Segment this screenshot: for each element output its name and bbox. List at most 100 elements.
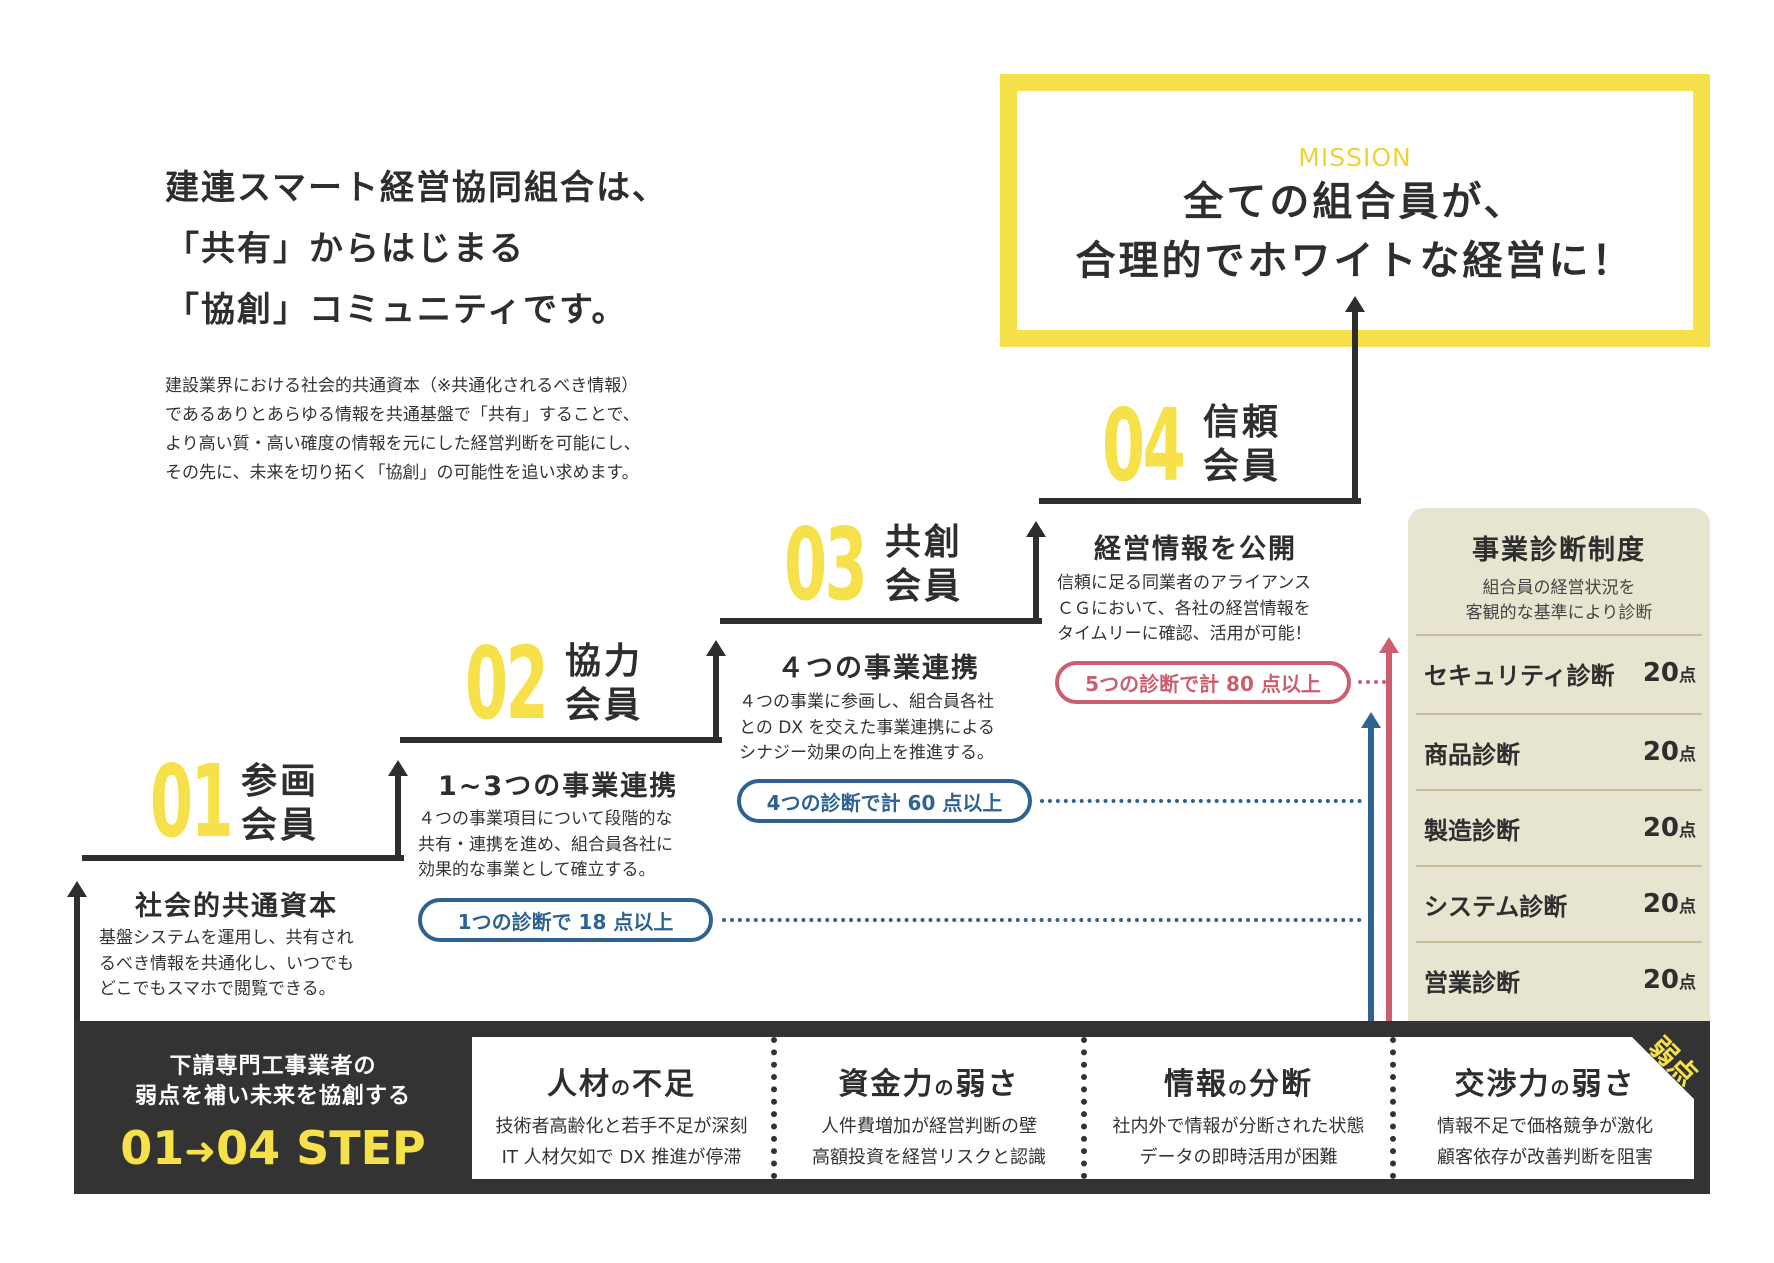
mission-line-1: 全ての組合員が、 [1183,179,1527,225]
intro-line: その先に、未来を切り拓く「協創」の可能性を追い求めます。 [165,463,639,483]
row-score: 20 [1642,813,1679,843]
diagnosis-row: 製造診断 20点 [1416,789,1702,865]
body-line: るべき情報を共通化し、いつでも [99,953,354,974]
card-title: 情報の分断 [1087,1059,1390,1103]
title-part: 弱さ [955,1067,1020,1102]
card-body: 社内外で情報が分断された状態データの即時活用が困難 [1087,1111,1390,1173]
step-number-01: 01 [150,743,234,860]
title-part: 不足 [632,1067,696,1102]
row-unit: 点 [1679,821,1696,841]
intro-line: 建設業界における社会的共通資本（※共通化されるべき情報） [165,376,639,396]
row-score: 20 [1642,658,1679,688]
intro-line: であるありとあらゆる情報を共通基盤で「共有」することで、 [165,405,640,425]
dotted-connector [1040,799,1362,803]
body-line: ４つの事業に参画し、組合員各社 [739,692,994,712]
arrow-up-icon [388,760,408,776]
step-label: 会員 [1203,446,1282,487]
title-part: 資金力 [838,1067,935,1102]
title-particle: の [934,1077,956,1099]
row-label: 商品診断 [1424,740,1520,769]
body-line: 基盤システムを運用し、共有され [99,928,354,948]
step-number-02: 02 [465,625,549,742]
diagnosis-subtitle: 客観的な基準により診断 [1465,603,1653,623]
body-line: ４つの事業項目について段階的な [418,809,673,829]
row-score: 20 [1642,737,1679,767]
body-line: 効果的な事業として確立する。 [418,860,656,880]
body-line: 共有・連携を進め、組合員各社に [418,834,673,855]
arrow-up-icon [1379,637,1399,653]
block-body: 基盤システムを運用し、共有され るべき情報を共通化し、いつでも どこでもスマホで… [99,926,354,1003]
weakness-card: 資金力の弱さ 人件費増加が経営判断の壁高額投資を経営リスクと認識 [777,1037,1081,1179]
arrow-up-icon [706,640,726,656]
arrow-up-icon [1361,712,1381,728]
headline-line-2: 「共有」からはじまる [165,229,525,269]
card-title: 資金力の弱さ [777,1059,1081,1103]
block-title: ４つの事業連携 [777,653,980,684]
row-unit: 点 [1679,666,1696,686]
band-caption: 下請専門工事業者の 弱点を補い未来を協創する [90,1052,456,1112]
arrow-right-icon: ➜ [184,1129,217,1173]
blue-arrow-shaft [1368,726,1374,1021]
block-title: 1~3つの事業連携 [438,771,679,802]
body-line: 顧客依存が改善判断を阻害 [1437,1147,1653,1168]
block-body: ４つの事業に参画し、組合員各社 との DX を交えた事業連携による シナジー効果… [739,690,995,767]
step-label: 会員 [241,805,320,846]
mission-line-2: 合理的でホワイトな経営に！ [1075,238,1635,284]
stair-step-1 [82,855,404,861]
stair-riser-3 [1033,533,1039,624]
dotted-separator [1390,1037,1396,1179]
stair-step-3 [720,618,1042,624]
row-label: セキュリティ診断 [1424,661,1615,690]
dotted-separator [771,1037,777,1179]
row-label: 営業診断 [1424,968,1520,997]
mission-box: MISSION 全ての組合員が、 合理的でホワイトな経営に！ [1000,74,1710,347]
stair-step-2 [400,737,722,743]
title-part: 人材 [546,1067,611,1102]
diagnosis-row: セキュリティ診断 20点 [1416,634,1702,710]
card-title: 人材の不足 [472,1059,771,1103]
band-caption-line: 弱点を補い未来を協創する [134,1084,411,1109]
step-label: 会員 [885,566,964,607]
row-score: 20 [1642,889,1679,919]
step-label: 協力 [565,641,644,682]
body-line: 人件費増加が経営判断の壁 [821,1116,1037,1137]
step-label: 共創 [885,522,964,563]
title-part: 弱さ [1571,1067,1636,1102]
mission-label: MISSION [1298,143,1412,172]
title-particle: の [1227,1077,1249,1099]
pink-arrow-shaft [1386,651,1392,1021]
arrow-up-icon [1345,296,1365,312]
step-range: 01➜04 STEP [90,1121,456,1175]
body-line: 高額投資を経営リスクと認識 [812,1147,1046,1168]
title-particle: の [610,1077,632,1099]
step-label: 会員 [565,685,644,726]
band-caption-line: 下請専門工事業者の [169,1054,377,1079]
block-body: ４つの事業項目について段階的な 共有・連携を進め、組合員各社に 効果的な事業とし… [418,807,673,884]
arrow-up-icon [1026,521,1046,537]
row-unit: 点 [1679,897,1696,917]
body-line: 情報不足で価格競争が激化 [1437,1116,1653,1137]
body-line: 信頼に足る同業者のアライアンス [1057,573,1311,593]
row-score: 20 [1642,965,1679,995]
row-label: 製造診断 [1424,816,1520,845]
weakness-card: 交渉力の弱さ 情報不足で価格競争が激化顧客依存が改善判断を阻害 [1396,1037,1694,1179]
stair-riser-1 [395,772,401,861]
body-line: 社内外で情報が分断された状態 [1112,1116,1365,1137]
body-line: シナジー効果の向上を推進する。 [739,743,994,763]
dotted-connector [722,918,1362,922]
row-label: システム診断 [1424,892,1568,921]
body-line: 技術者高齢化と若手不足が深刻 [495,1116,748,1137]
stair-riser-2 [713,652,719,743]
diagnosis-subtitle: 組合員の経営状況を [1482,578,1636,598]
stair-step-4 [1039,498,1361,504]
step-label: 参画 [241,761,320,802]
step-to: 04 STEP [216,1121,426,1175]
step-label: 信頼 [1203,402,1282,443]
stair-riser-0 [74,895,80,1021]
body-line: データの即時活用が困難 [1139,1147,1338,1168]
title-part: 情報 [1163,1067,1228,1102]
